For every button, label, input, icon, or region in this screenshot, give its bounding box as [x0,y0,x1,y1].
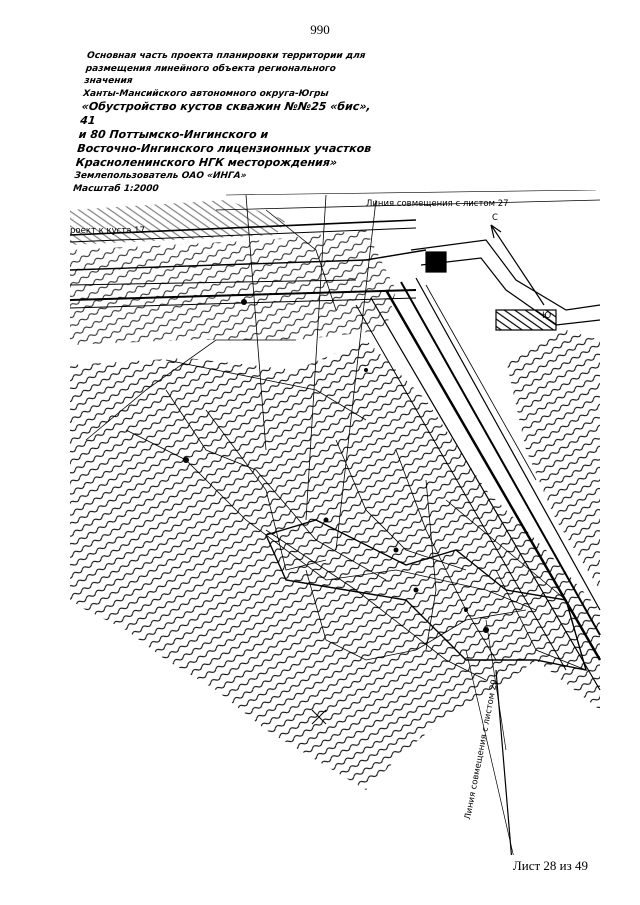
north-arrow: С Ю [490,213,551,321]
pipeline-route [265,519,587,671]
title-block: Основная часть проекта планировки террит… [72,50,387,196]
title-line: Красноленинского НГК месторождения» [75,156,338,170]
page-number: 990 [310,22,330,37]
topographic-map: С Ю Линия совмещения с листом 27 роект к… [69,190,602,855]
cross-marker [311,709,327,725]
match-line-29 [495,669,513,855]
marsh-area [70,340,600,790]
title-line: и 80 Поттымско-Ингинского и [78,128,269,142]
north-label-c: С [492,213,498,223]
dense-area [70,200,286,245]
well-pad [410,239,601,331]
title-line: размещения линейного объекта регионально… [83,63,337,87]
dot-markers [183,299,489,633]
marsh-area [506,330,600,590]
roads [69,190,601,309]
sheet-label: Лист 28 из 49 [512,858,588,873]
north-label-yu: Ю [542,311,551,321]
title-line: Ханты-Мансийского автономного округа-Югр… [82,88,330,99]
title-line: Восточно-Ингинского лицензионных участко… [76,142,372,156]
survey-lines [85,194,587,855]
match-line-27-label: Линия совмещения с листом 27 [366,199,509,209]
title-line: «Обустройство кустов скважин №№25 «бис»,… [79,100,372,128]
project-label: роект к куста 17 [70,226,145,236]
title-line: Землепользователь ОАО «ИНГА» [73,171,247,182]
marsh-area [70,230,396,345]
title-line: Основная часть проекта планировки террит… [86,51,366,61]
